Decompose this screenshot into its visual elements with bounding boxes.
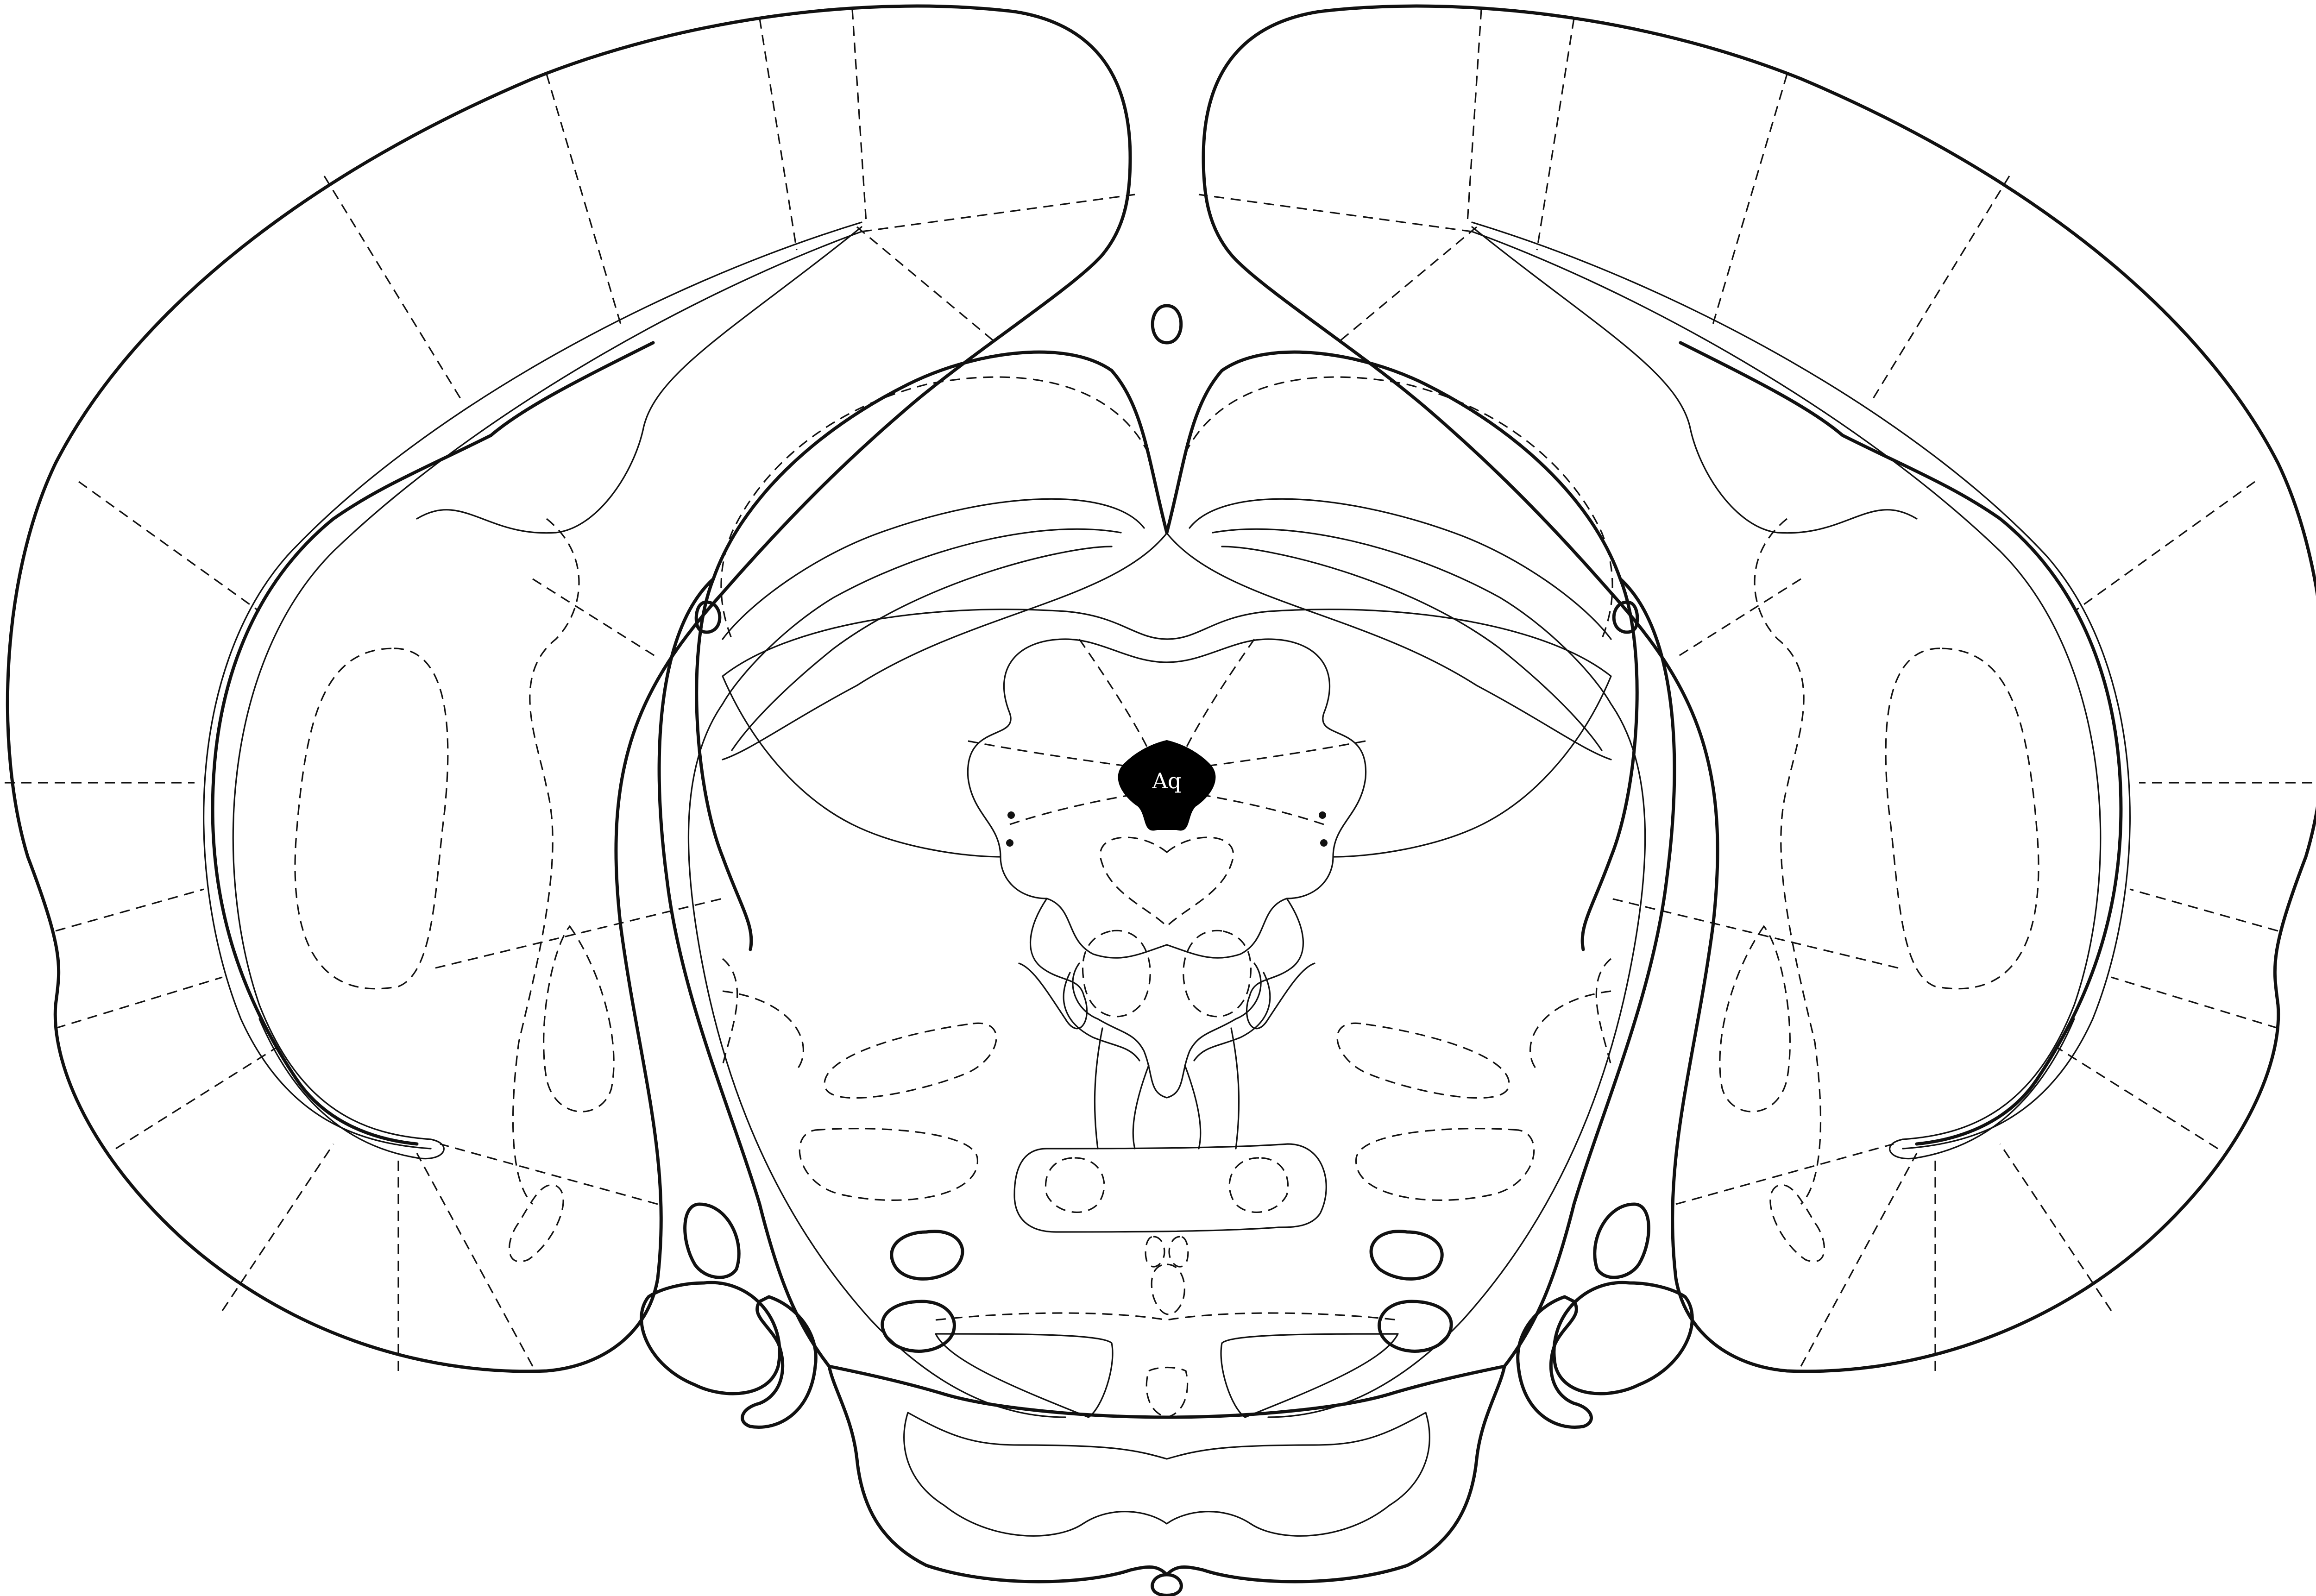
midline-oval-4 [1146, 1368, 1187, 1418]
commissure-circle-left [1046, 1158, 1104, 1212]
right-cortex-outline [1203, 6, 2316, 1371]
colliculus-layer-left-3 [732, 547, 1112, 750]
left-thalamic-region [513, 519, 579, 1204]
midline-vessel-top [1152, 306, 1181, 343]
lateral-circle-right [1554, 1282, 1692, 1394]
dot-right-1 [1319, 811, 1326, 819]
pag-dashed-left [968, 639, 1149, 824]
peduncle-left [936, 1334, 1113, 1417]
commissure-bar [1014, 1144, 1326, 1232]
basilar-vessel [1152, 1575, 1182, 1596]
dot-left-1 [1007, 811, 1015, 819]
right-thalamic-region [1755, 519, 1820, 1204]
pag-dashed-right [1185, 639, 1366, 824]
midline-oval-1 [1145, 1237, 1164, 1267]
tract-y-left [1073, 963, 1167, 1098]
brainstem-inner-line-left [688, 704, 1065, 1417]
lateral-rings [642, 1204, 1693, 1427]
left-cortex-outline [7, 6, 1130, 1371]
dot-left-2 [1006, 839, 1013, 847]
commissure-circle-right [1229, 1158, 1288, 1212]
left-hippocampal-curve [417, 227, 862, 533]
lateral-oval-left-top [685, 1204, 739, 1277]
brainstem-outer-right [1504, 579, 1674, 1366]
fasciculus-left-2 [1133, 1065, 1149, 1149]
right-white-matter-outer [1472, 222, 2130, 1149]
fasciculus-left-1 [1095, 1028, 1102, 1149]
dot-right-2 [1320, 839, 1328, 847]
brainstem-inner-line-right [1268, 704, 1645, 1417]
tegmental-dashed-left [723, 959, 803, 1070]
colliculus-layer-right-2 [1213, 529, 1611, 704]
tegmental-dashed-right [1530, 959, 1611, 1070]
nucleus-right-oval [1183, 930, 1251, 1017]
aqueduct-label: Aq [1152, 768, 1182, 793]
tegmentum-oval-right-1 [1337, 1023, 1509, 1098]
nucleus-left-oval [1083, 930, 1151, 1017]
brainstem-inner-left [1019, 899, 1087, 1029]
midline-oval-3 [1152, 1264, 1184, 1314]
left-hippocampus-region [295, 648, 448, 989]
colliculus-dashed-left [721, 377, 1149, 639]
left-white-matter-outer [204, 222, 862, 1149]
pons-outer [829, 1366, 1504, 1582]
tegmentum-oval-left-1 [824, 1023, 996, 1098]
red-nucleus-right [1371, 1232, 1442, 1279]
brainstem-inner-right [1247, 899, 1315, 1029]
red-nucleus-left [892, 1232, 963, 1279]
lateral-circle-left [642, 1282, 780, 1394]
right-external-capsule [1680, 343, 2121, 1144]
left-small-nucleus [510, 1185, 564, 1262]
right-hemisphere [1199, 6, 2316, 1371]
tract-y-left-outer [1064, 973, 1139, 1061]
right-hippocampal-curve [1472, 227, 1917, 533]
pons-inner [904, 1413, 1430, 1536]
left-external-capsule [213, 343, 653, 1144]
peduncle-right [1221, 1334, 1398, 1417]
right-lateral-nucleus [1720, 926, 1790, 1112]
colliculus-dashed-right [1185, 377, 1612, 639]
fasciculus-right-1 [1231, 1028, 1239, 1149]
fasciculus-right-2 [1185, 1065, 1201, 1149]
brainstem-outer-left [659, 579, 829, 1366]
colliculus-layer-left-2 [723, 529, 1121, 704]
tract-y-right-outer [1194, 973, 1270, 1061]
left-hemisphere [5, 6, 1135, 1371]
left-lateral-nucleus [544, 926, 614, 1112]
right-white-matter-inner [1472, 232, 2101, 1139]
tegmentum-oval-left-2 [799, 1129, 977, 1200]
colliculus-layer-right-3 [1222, 547, 1602, 750]
lateral-oval-right-top [1595, 1204, 1649, 1277]
left-white-matter-inner [233, 232, 862, 1139]
midline-oval-2 [1169, 1237, 1188, 1267]
colliculus-layer-left-1 [723, 499, 1144, 639]
right-cortical-boundaries [1199, 9, 2316, 1371]
left-cortical-boundaries [5, 9, 1135, 1371]
colliculus-layer-right-1 [1189, 499, 1611, 639]
tegmentum-oval-right-2 [1356, 1129, 1534, 1200]
right-small-nucleus [1770, 1185, 1825, 1262]
dorsal-raphe [1100, 837, 1233, 926]
right-hippocampus-region [1886, 648, 2039, 989]
tract-y-right [1167, 963, 1261, 1098]
